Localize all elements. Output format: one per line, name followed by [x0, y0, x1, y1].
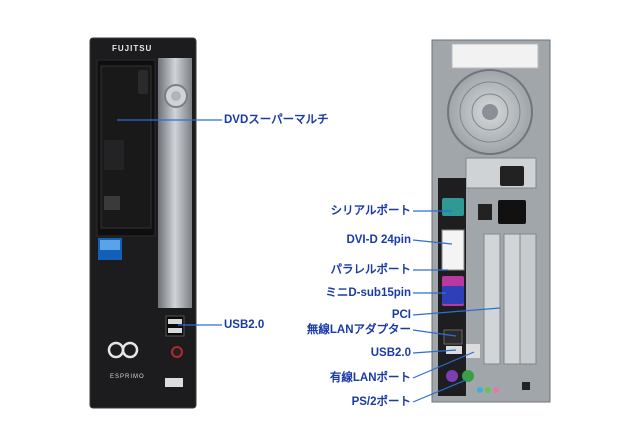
rear-case — [431, 39, 551, 403]
callout-pci: PCI — [391, 309, 411, 321]
callout-ps2: PS/2ポート — [351, 396, 411, 408]
leader-lines — [117, 119, 501, 403]
callout-lan: 有線LANポート — [329, 372, 411, 384]
callout-dsub: ミニD-sub15pin — [325, 287, 411, 299]
callout-dvd: DVDスーパーマルチ — [224, 114, 329, 126]
brand-label: FUJITSU — [112, 44, 153, 53]
fujitsu-logo-icon — [107, 341, 139, 359]
front-case — [89, 37, 197, 409]
callout-usb-front: USB2.0 — [224, 319, 265, 331]
callout-lan-adapter: 無線LANアダプター — [306, 324, 411, 336]
model-label: ESPRIMO — [110, 374, 145, 380]
callout-serial: シリアルポート — [330, 205, 411, 217]
callout-parallel: パラレルポート — [330, 264, 412, 276]
callout-usb-rear: USB2.0 — [370, 347, 411, 359]
callout-dvi: DVI-D 24pin — [346, 234, 411, 246]
